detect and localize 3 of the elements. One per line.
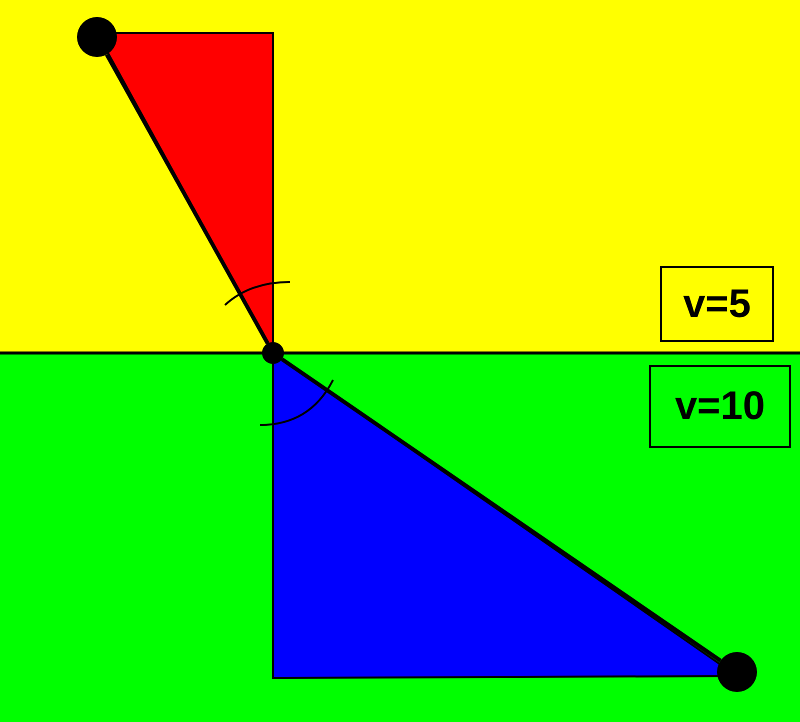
velocity-label: v=5 [660, 266, 774, 342]
light-ray [104, 54, 270, 344]
velocity-label: v=10 [649, 365, 791, 448]
